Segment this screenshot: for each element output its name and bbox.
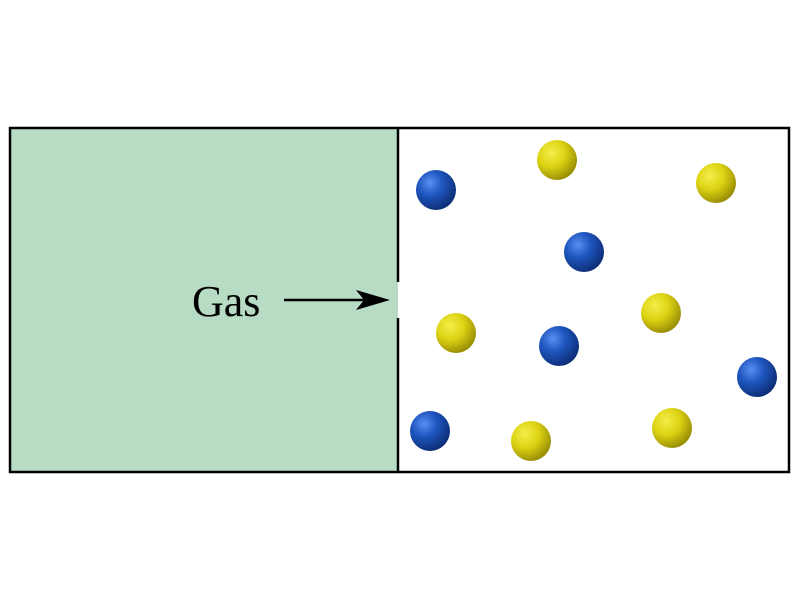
yellow-particle — [537, 140, 577, 180]
yellow-particle — [652, 408, 692, 448]
blue-particle — [539, 326, 579, 366]
yellow-particle — [436, 313, 476, 353]
blue-particle — [416, 170, 456, 210]
yellow-particle — [696, 163, 736, 203]
blue-particle — [737, 357, 777, 397]
gas-label: Gas — [192, 277, 260, 326]
container-outline — [8, 126, 791, 474]
particles-group — [410, 140, 777, 461]
yellow-particle — [511, 421, 551, 461]
blue-particle — [410, 411, 450, 451]
arrow-head-icon — [356, 290, 390, 310]
yellow-particle — [641, 293, 681, 333]
blue-particle — [564, 232, 604, 272]
